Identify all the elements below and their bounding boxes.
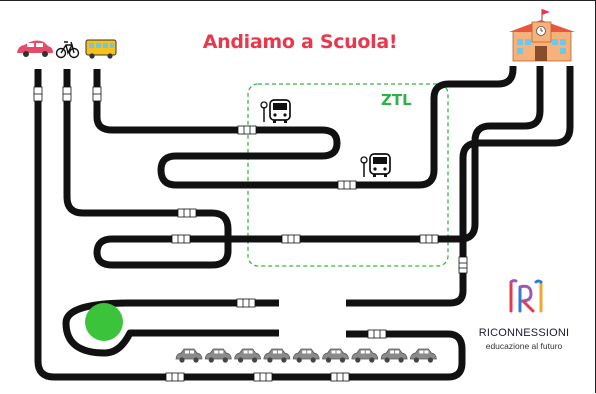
crosswalk <box>237 125 257 135</box>
logo-tagline: educazione al futuro <box>485 341 563 351</box>
crosswalk <box>253 372 273 382</box>
car-icon[interactable] <box>17 40 53 58</box>
crosswalk <box>165 372 185 382</box>
school-building-icon[interactable] <box>509 9 575 62</box>
crosswalk <box>330 372 350 382</box>
logo-name: RICONNESSIONI <box>478 327 570 339</box>
school-bus-icon[interactable] <box>85 39 117 59</box>
roundabout-loop <box>62 299 279 357</box>
crosswalk <box>177 208 197 218</box>
roundabout-island <box>85 303 123 341</box>
bicycle-icon[interactable] <box>55 41 80 59</box>
road-east <box>346 66 574 307</box>
crosswalk <box>337 180 357 190</box>
crosswalk <box>236 298 256 308</box>
ztl-label: ZTL <box>381 91 412 109</box>
crosswalk <box>171 234 191 244</box>
road-car <box>34 69 466 381</box>
crosswalk <box>458 256 468 274</box>
ztl-zone <box>247 83 449 267</box>
road-bus <box>93 65 517 189</box>
crosswalk <box>367 329 387 339</box>
game-title: Andiamo a Scuola! <box>202 31 398 53</box>
crosswalk <box>419 234 439 244</box>
crosswalk <box>281 234 301 244</box>
road-bike <box>63 66 544 269</box>
